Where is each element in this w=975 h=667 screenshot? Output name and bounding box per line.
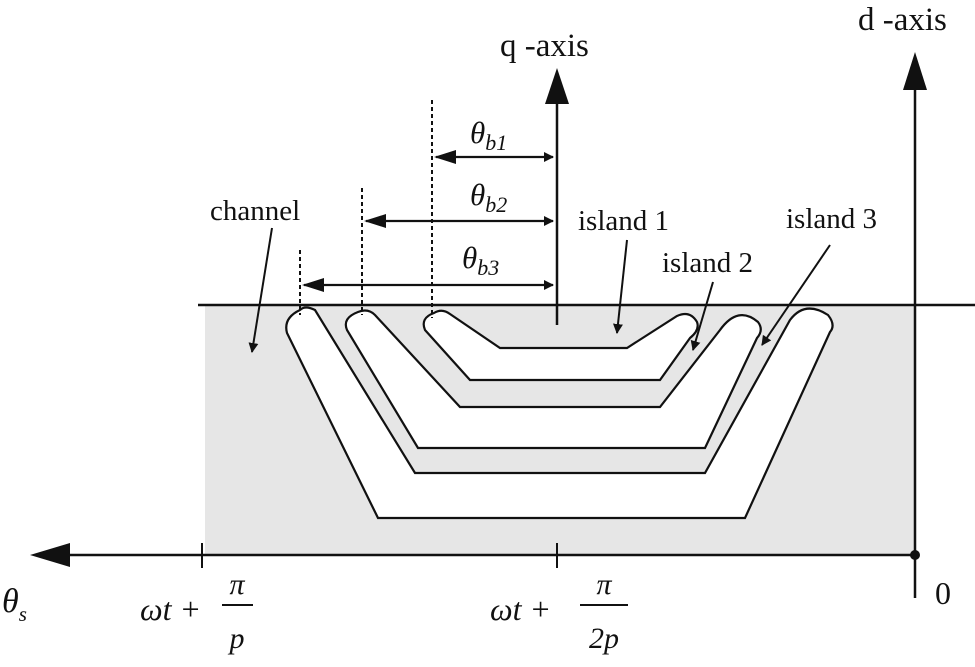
channel-pointer-arrow (248, 227, 273, 353)
theta-b2-arrowhead-left (364, 214, 386, 228)
channel-label: channel (210, 195, 300, 227)
theta-s-subscript: s (19, 602, 27, 626)
flux-barrier-3 (285, 306, 834, 520)
island2-pointer-arrow (690, 281, 714, 351)
theta-axis-arrowhead (30, 543, 70, 567)
svg-text:π: π (596, 568, 612, 601)
island2-label: island 2 (662, 247, 753, 279)
theta-b1-arrowhead-left (434, 150, 456, 164)
q-axis-arrowhead (545, 68, 569, 104)
tick-label-mid: ωt + π 2p (490, 568, 628, 655)
svg-text:2p: 2p (589, 622, 619, 655)
svg-text:π: π (229, 568, 245, 601)
theta-b2-label: θb2 (470, 177, 507, 217)
island1-label: island 1 (578, 205, 669, 237)
d-axis-arrowhead (903, 52, 927, 90)
theta-b3-arrowhead-left (302, 278, 324, 292)
theta-s-symbol: θ (2, 583, 19, 620)
origin-label: 0 (935, 575, 951, 611)
svg-text:ωt +: ωt + (140, 591, 201, 627)
flux-barrier-1 (422, 309, 699, 382)
svg-text:ωt +: ωt + (490, 591, 551, 627)
svg-text:p: p (228, 622, 245, 655)
q-axis-label: q -axis (500, 28, 589, 64)
theta-s-label: θs (2, 583, 27, 626)
tick-label-left: ωt + π p (140, 568, 253, 655)
island3-label: island 3 (786, 203, 877, 235)
island1-pointer-arrow (612, 239, 628, 334)
d-axis-label: d -axis (858, 2, 947, 38)
island3-pointer-arrow (761, 244, 831, 346)
theta-b1-label: θb1 (470, 115, 507, 155)
theta-b3-label: θb3 (462, 240, 499, 280)
flux-barrier-2 (344, 309, 762, 450)
